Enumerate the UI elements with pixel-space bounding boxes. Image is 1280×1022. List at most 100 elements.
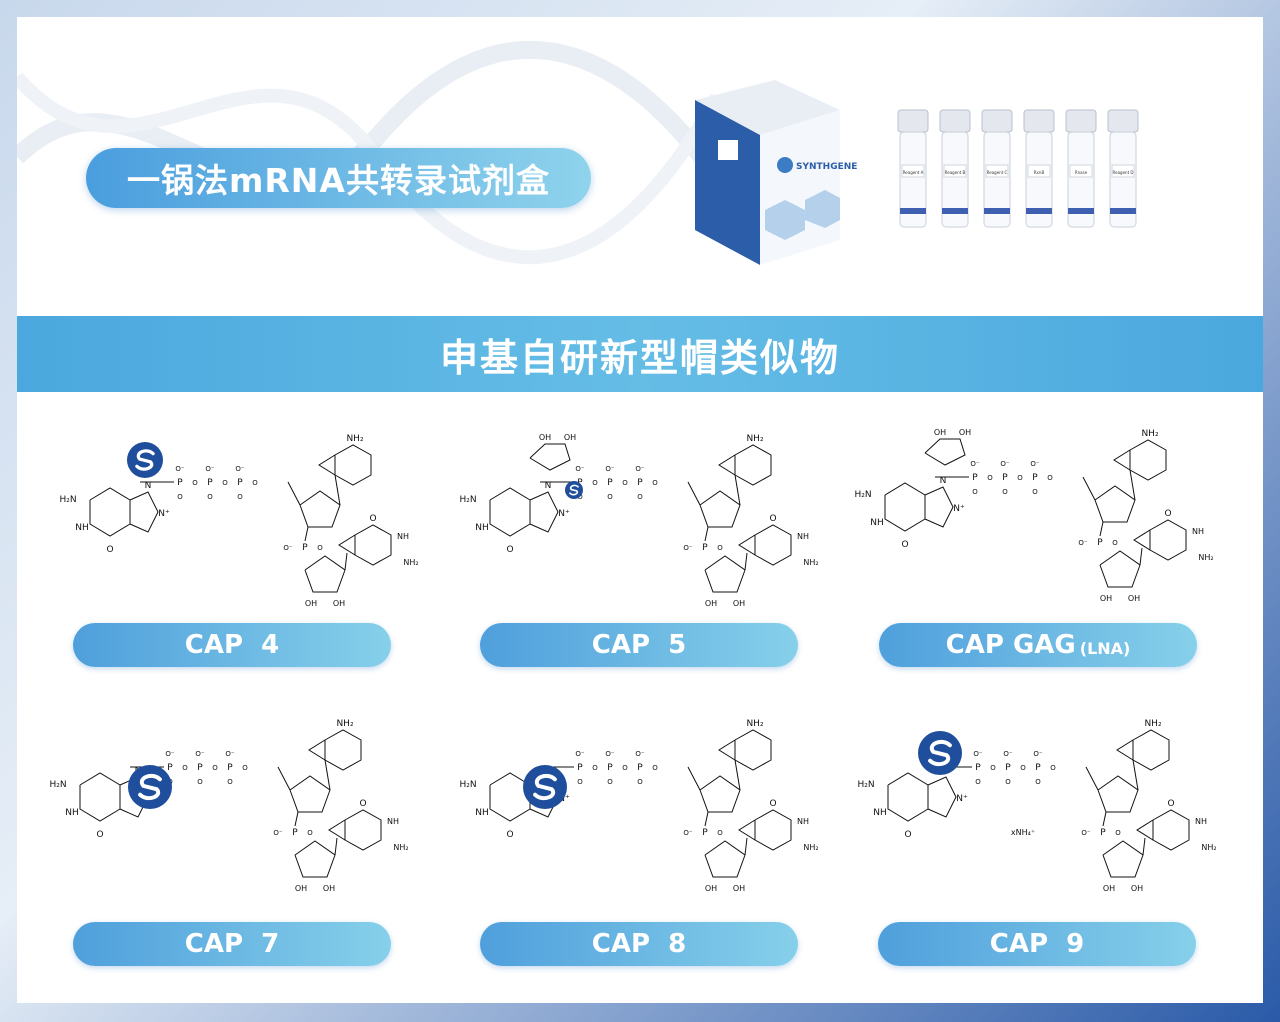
- chem-label: O⁻: [683, 544, 693, 552]
- chem-label: O: [622, 479, 628, 487]
- chem-label: O: [975, 778, 981, 786]
- chem-label: P: [702, 828, 708, 838]
- chem-label: OH: [539, 433, 551, 442]
- banner-title: 申基自研新型帽类似物: [17, 316, 1263, 392]
- chem-label: O: [637, 493, 643, 501]
- chem-label: O⁻: [165, 750, 175, 758]
- chem-label: P: [1100, 828, 1106, 838]
- chem-label: O: [622, 764, 628, 772]
- chem-label: O: [237, 493, 243, 501]
- chem-label: O: [242, 764, 248, 772]
- chem-label: O: [652, 479, 658, 487]
- chem-label: O: [577, 493, 583, 501]
- chem-label: N⁺: [956, 794, 968, 804]
- chem-label: P: [577, 478, 583, 488]
- chem-label: OH: [1131, 884, 1143, 893]
- chem-label: O: [212, 764, 218, 772]
- chem-label: P: [702, 543, 708, 553]
- chem-label: P: [637, 763, 643, 773]
- chem-label: NH₂: [803, 843, 818, 852]
- chem-label: O: [359, 799, 366, 809]
- chem-label: NH: [873, 808, 887, 818]
- chem-label: P: [1097, 538, 1103, 548]
- chem-label: O: [1017, 474, 1023, 482]
- chem-label: O: [717, 829, 723, 837]
- chem-label: N: [145, 481, 152, 491]
- chem-label: H₂N: [459, 780, 476, 790]
- chem-label: NH₂: [1141, 429, 1159, 439]
- cap9-button[interactable]: CAP 9: [878, 922, 1196, 966]
- chem-label: O: [904, 830, 911, 840]
- chem-label: P: [972, 473, 978, 483]
- chem-label: O⁻: [605, 750, 615, 758]
- chem-label: NH: [75, 523, 89, 533]
- capgag-button[interactable]: CAP GAG(LNA): [879, 623, 1197, 667]
- reagent-tube: Reagent A: [897, 109, 929, 228]
- chem-label: OH: [323, 884, 335, 893]
- chem-label: O⁻: [283, 544, 293, 552]
- chem-label: O⁻: [635, 750, 645, 758]
- chem-label: O: [222, 479, 228, 487]
- chem-label: P: [167, 763, 173, 773]
- chem-label: OH: [564, 433, 576, 442]
- chem-label: O: [607, 493, 613, 501]
- chem-label: NH: [387, 817, 399, 826]
- chem-label: NH: [797, 532, 809, 541]
- kit-title-pill: 一锅法mRNA共转录试剂盒: [86, 148, 591, 208]
- cap7-button[interactable]: CAP 7: [73, 922, 391, 966]
- chem-label: NH: [870, 518, 884, 528]
- chem-label: O: [207, 493, 213, 501]
- chem-label: O: [317, 544, 323, 552]
- chem-label: O⁻: [205, 465, 215, 473]
- chem-label: O: [990, 764, 996, 772]
- chem-label: O⁻: [195, 750, 205, 758]
- cap8-button[interactable]: CAP 8: [480, 922, 798, 966]
- chem-label: P: [607, 763, 613, 773]
- chem-label: O: [177, 493, 183, 501]
- chem-label: O: [769, 799, 776, 809]
- chem-label: O: [1002, 488, 1008, 496]
- chem-label: N: [940, 476, 947, 486]
- reagent-tube: Reagent C: [981, 109, 1013, 228]
- box-brand: SYNTHGENE: [796, 162, 857, 172]
- chem-label: NH₂: [803, 558, 818, 567]
- chem-label: O⁻: [235, 465, 245, 473]
- chem-label: OH: [1100, 594, 1112, 603]
- chem-label: O⁻: [683, 829, 693, 837]
- synthgene-logo-icon: [127, 442, 163, 478]
- chem-label: O: [637, 778, 643, 786]
- chem-label: OH: [1103, 884, 1115, 893]
- chem-label: O: [972, 488, 978, 496]
- chem-label: O: [96, 830, 103, 840]
- tube-label: Reagent C: [987, 170, 1008, 175]
- chem-label: O: [1167, 799, 1174, 809]
- chem-label: P: [292, 828, 298, 838]
- chem-label: P: [302, 543, 308, 553]
- chem-label: H₂N: [854, 490, 871, 500]
- chem-label: O: [1035, 778, 1041, 786]
- chem-label: NH₂: [1198, 553, 1213, 562]
- cap4-button[interactable]: CAP 4: [73, 623, 391, 667]
- synthgene-logo-icon: [918, 731, 962, 775]
- chem-label: O⁻: [225, 750, 235, 758]
- chem-label: O: [1164, 509, 1171, 519]
- chem-label: P: [975, 763, 981, 773]
- chem-label: O⁻: [273, 829, 283, 837]
- chem-label: P: [197, 763, 203, 773]
- chem-label: O: [307, 829, 313, 837]
- chem-label: O⁻: [1081, 829, 1091, 837]
- chem-label: N⁺: [158, 509, 170, 519]
- chem-label: OH: [705, 599, 717, 608]
- chem-label: NH₂: [393, 843, 408, 852]
- chem-label: O⁻: [973, 750, 983, 758]
- cap5-button[interactable]: CAP 5: [480, 623, 798, 667]
- chem-label: NH: [65, 808, 79, 818]
- chem-label: O⁻: [175, 465, 185, 473]
- tube-label: Reagent B: [945, 170, 966, 175]
- chem-label: NH: [797, 817, 809, 826]
- chem-label: O: [1115, 829, 1121, 837]
- chem-label: O⁻: [1033, 750, 1043, 758]
- chem-label: OH: [733, 884, 745, 893]
- chem-label: O⁻: [1078, 539, 1088, 547]
